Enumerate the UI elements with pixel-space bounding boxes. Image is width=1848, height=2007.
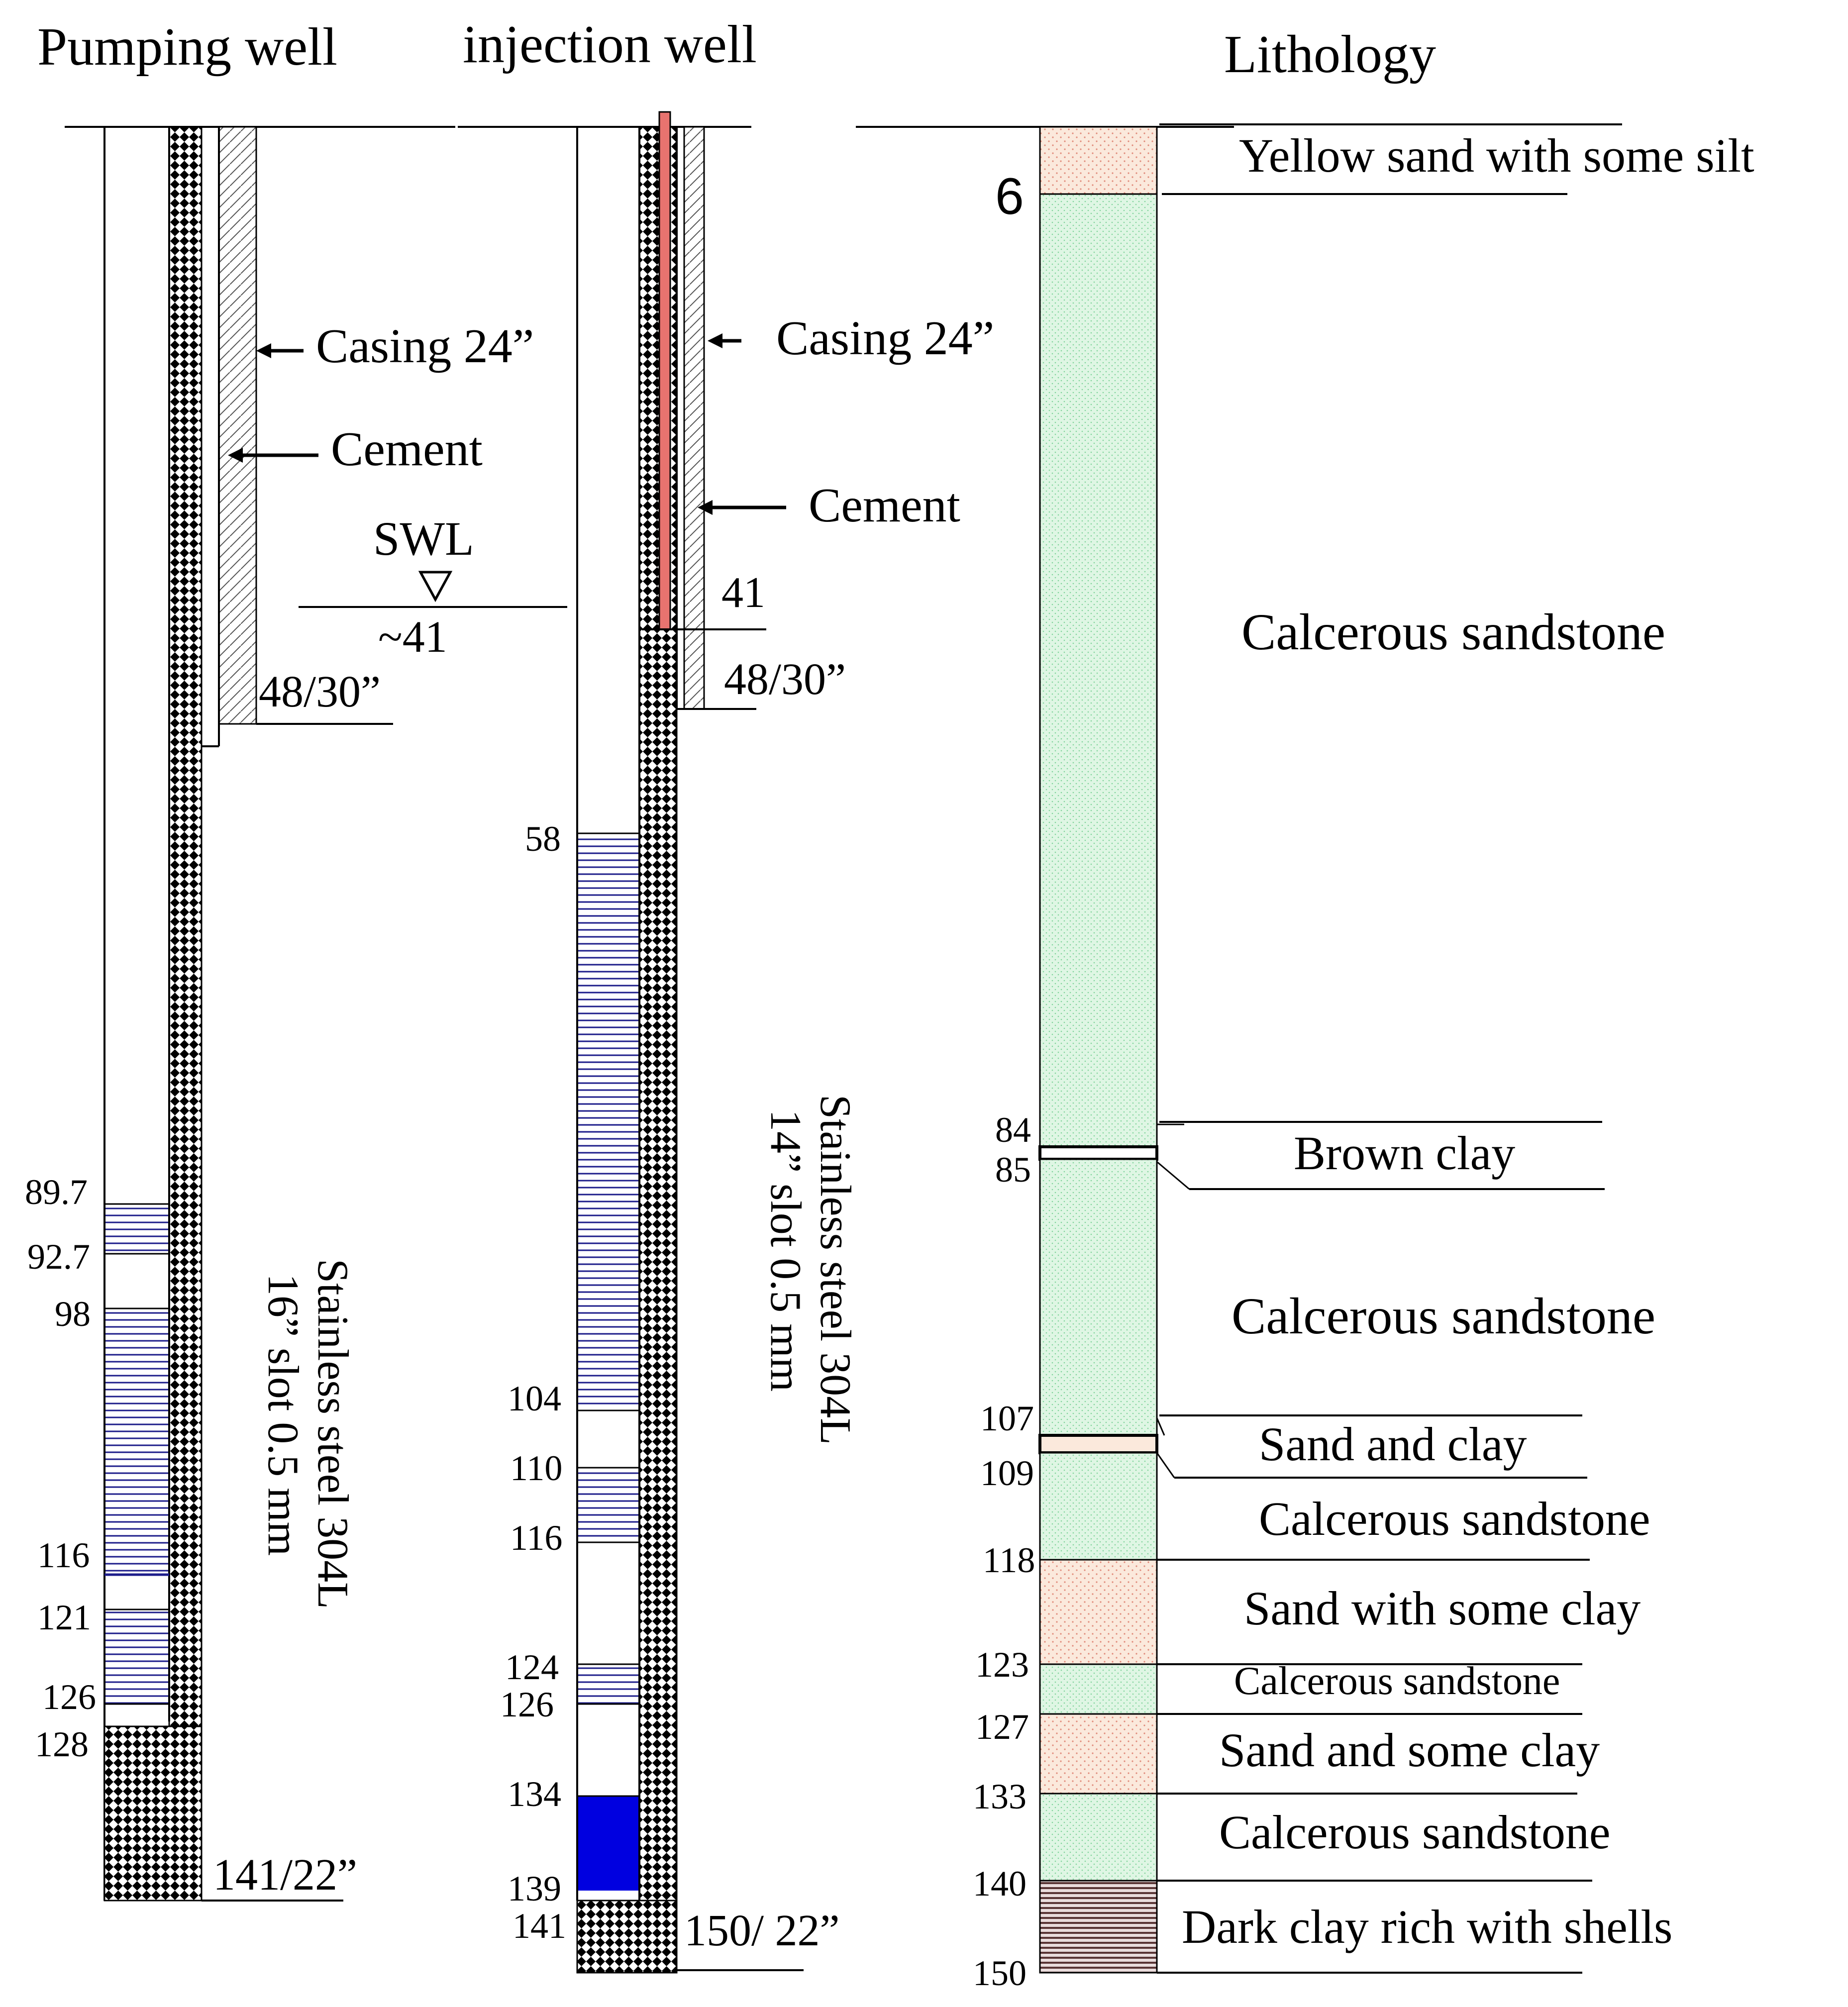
layer-calcerous-sandstone: [1039, 1793, 1158, 1882]
layer-yellow-sand: [1039, 126, 1158, 195]
layer-label: Sand and clay: [1259, 1417, 1527, 1471]
depth-label: 89.7: [25, 1172, 88, 1212]
depth-label: 104: [508, 1379, 561, 1418]
layer-dark-clay: [1039, 1880, 1158, 1974]
screen-interval-3: [105, 1609, 168, 1704]
depth-label: 98: [55, 1294, 91, 1334]
layer-calcerous-sandstone: [1039, 193, 1158, 1148]
swl-triangle-icon: [418, 571, 453, 602]
depth-label: 134: [508, 1774, 561, 1814]
layer-label: Calcerous sandstone: [1232, 1288, 1655, 1345]
screen-description: Stainless steel 304L 14” slot 0.5 mm: [761, 1095, 859, 1445]
header-pumping-well: Pumping well: [37, 17, 337, 77]
depth-label: 92.7: [27, 1237, 90, 1277]
screen-interval-3: [578, 1664, 638, 1704]
screen-material: Stainless steel 304L: [811, 1095, 859, 1445]
screen-interval-1: [578, 833, 638, 1410]
pumping-well: Casing 24” Cement SWL ~41 48/30” 141/22”…: [25, 126, 567, 1902]
layer-calcerous-sandstone: [1039, 1452, 1158, 1561]
layer-sand-and-clay: [1038, 1434, 1158, 1454]
casing-bottom-label: 48/30”: [724, 655, 846, 704]
lithology-column: Yellow sand with some silt Calcerous san…: [856, 123, 1754, 1993]
depth-label: 121: [37, 1598, 91, 1637]
depth-label: 109: [980, 1453, 1034, 1493]
depth-label: 110: [510, 1448, 562, 1488]
cement-annulus: [218, 126, 257, 725]
layer-label: Dark clay rich with shells: [1182, 1900, 1672, 1953]
injection-well: Casing 24” Cement 41 48/30” 150/ 22” Sta…: [458, 111, 994, 1974]
sump: [578, 1796, 638, 1891]
depth-label: 124: [505, 1647, 559, 1687]
depth-label: 6: [995, 168, 1024, 225]
layer-label: Sand with some clay: [1244, 1582, 1641, 1635]
screen-description: Stainless steel 304L 16” slot 0.5 mm: [259, 1259, 357, 1609]
depth-label: 133: [973, 1777, 1027, 1816]
cement-label: Cement: [331, 422, 483, 476]
screen-size: 14” slot 0.5 mm: [761, 1109, 810, 1392]
layer-label: Calcerous sandstone: [1241, 603, 1665, 661]
screen-size: 16” slot 0.5 mm: [259, 1274, 307, 1556]
layer-calcerous-sandstone: [1039, 1663, 1158, 1715]
depth-label: 116: [510, 1518, 562, 1558]
depth-label: 127: [975, 1707, 1029, 1747]
depth-label: 150: [973, 1953, 1027, 1993]
swl-depth: ~41: [378, 612, 447, 662]
depth-label: 139: [508, 1869, 561, 1908]
layer-sand-and-some-clay: [1039, 1713, 1158, 1795]
screen-interval-2: [105, 1308, 168, 1575]
screen-interval-1: [105, 1204, 168, 1254]
layer-label: Calcerous sandstone: [1259, 1492, 1650, 1545]
header-injection-well: injection well: [463, 15, 757, 74]
casing-label: Casing 24”: [316, 319, 534, 373]
swl-label: SWL: [373, 512, 474, 565]
inner-injection-pipe: [658, 111, 671, 630]
screen-material: Stainless steel 304L: [308, 1259, 357, 1609]
bottom-gravel-plug: [103, 1725, 203, 1902]
layer-label: Calcerous sandstone: [1234, 1659, 1560, 1703]
layer-label: Sand and some clay: [1219, 1723, 1600, 1777]
layer-label: Yellow sand with some silt: [1239, 129, 1754, 182]
casing-bottom-label: 48/30”: [259, 667, 381, 716]
depth-label: 141: [513, 1906, 566, 1946]
depth-label: 85: [995, 1150, 1031, 1190]
bottom-gravel-plug: [576, 1900, 678, 1974]
depth-label: 107: [980, 1399, 1034, 1438]
depth-label: 140: [973, 1864, 1027, 1904]
casing-label: Casing 24”: [776, 311, 994, 365]
layer-brown-clay: [1038, 1145, 1158, 1161]
depth-label: 118: [983, 1540, 1035, 1580]
depth-label: 116: [37, 1535, 90, 1575]
gravel-pack: [168, 126, 203, 1902]
header-lithology: Lithology: [1224, 25, 1436, 84]
depth-label: 123: [975, 1645, 1029, 1685]
screen-interval-2: [578, 1468, 638, 1542]
layer-label: Calcerous sandstone: [1219, 1806, 1610, 1859]
cement-annulus: [683, 126, 705, 710]
layer-calcerous-sandstone: [1039, 1158, 1158, 1436]
layer-label: Brown clay: [1294, 1126, 1515, 1180]
cement-label: Cement: [809, 479, 960, 532]
depth-label: 128: [35, 1724, 89, 1764]
layer-sand-with-some-clay: [1039, 1559, 1158, 1665]
gravel-pack: [638, 126, 678, 1974]
depth-label: 58: [525, 819, 561, 859]
inner-pipe-depth: 41: [721, 569, 765, 617]
total-depth-label: 150/ 22”: [684, 1906, 839, 1955]
total-depth-label: 141/22”: [213, 1850, 357, 1900]
depth-label: 84: [995, 1110, 1031, 1150]
depth-label: 126: [500, 1685, 554, 1724]
depth-label: 126: [42, 1677, 96, 1717]
